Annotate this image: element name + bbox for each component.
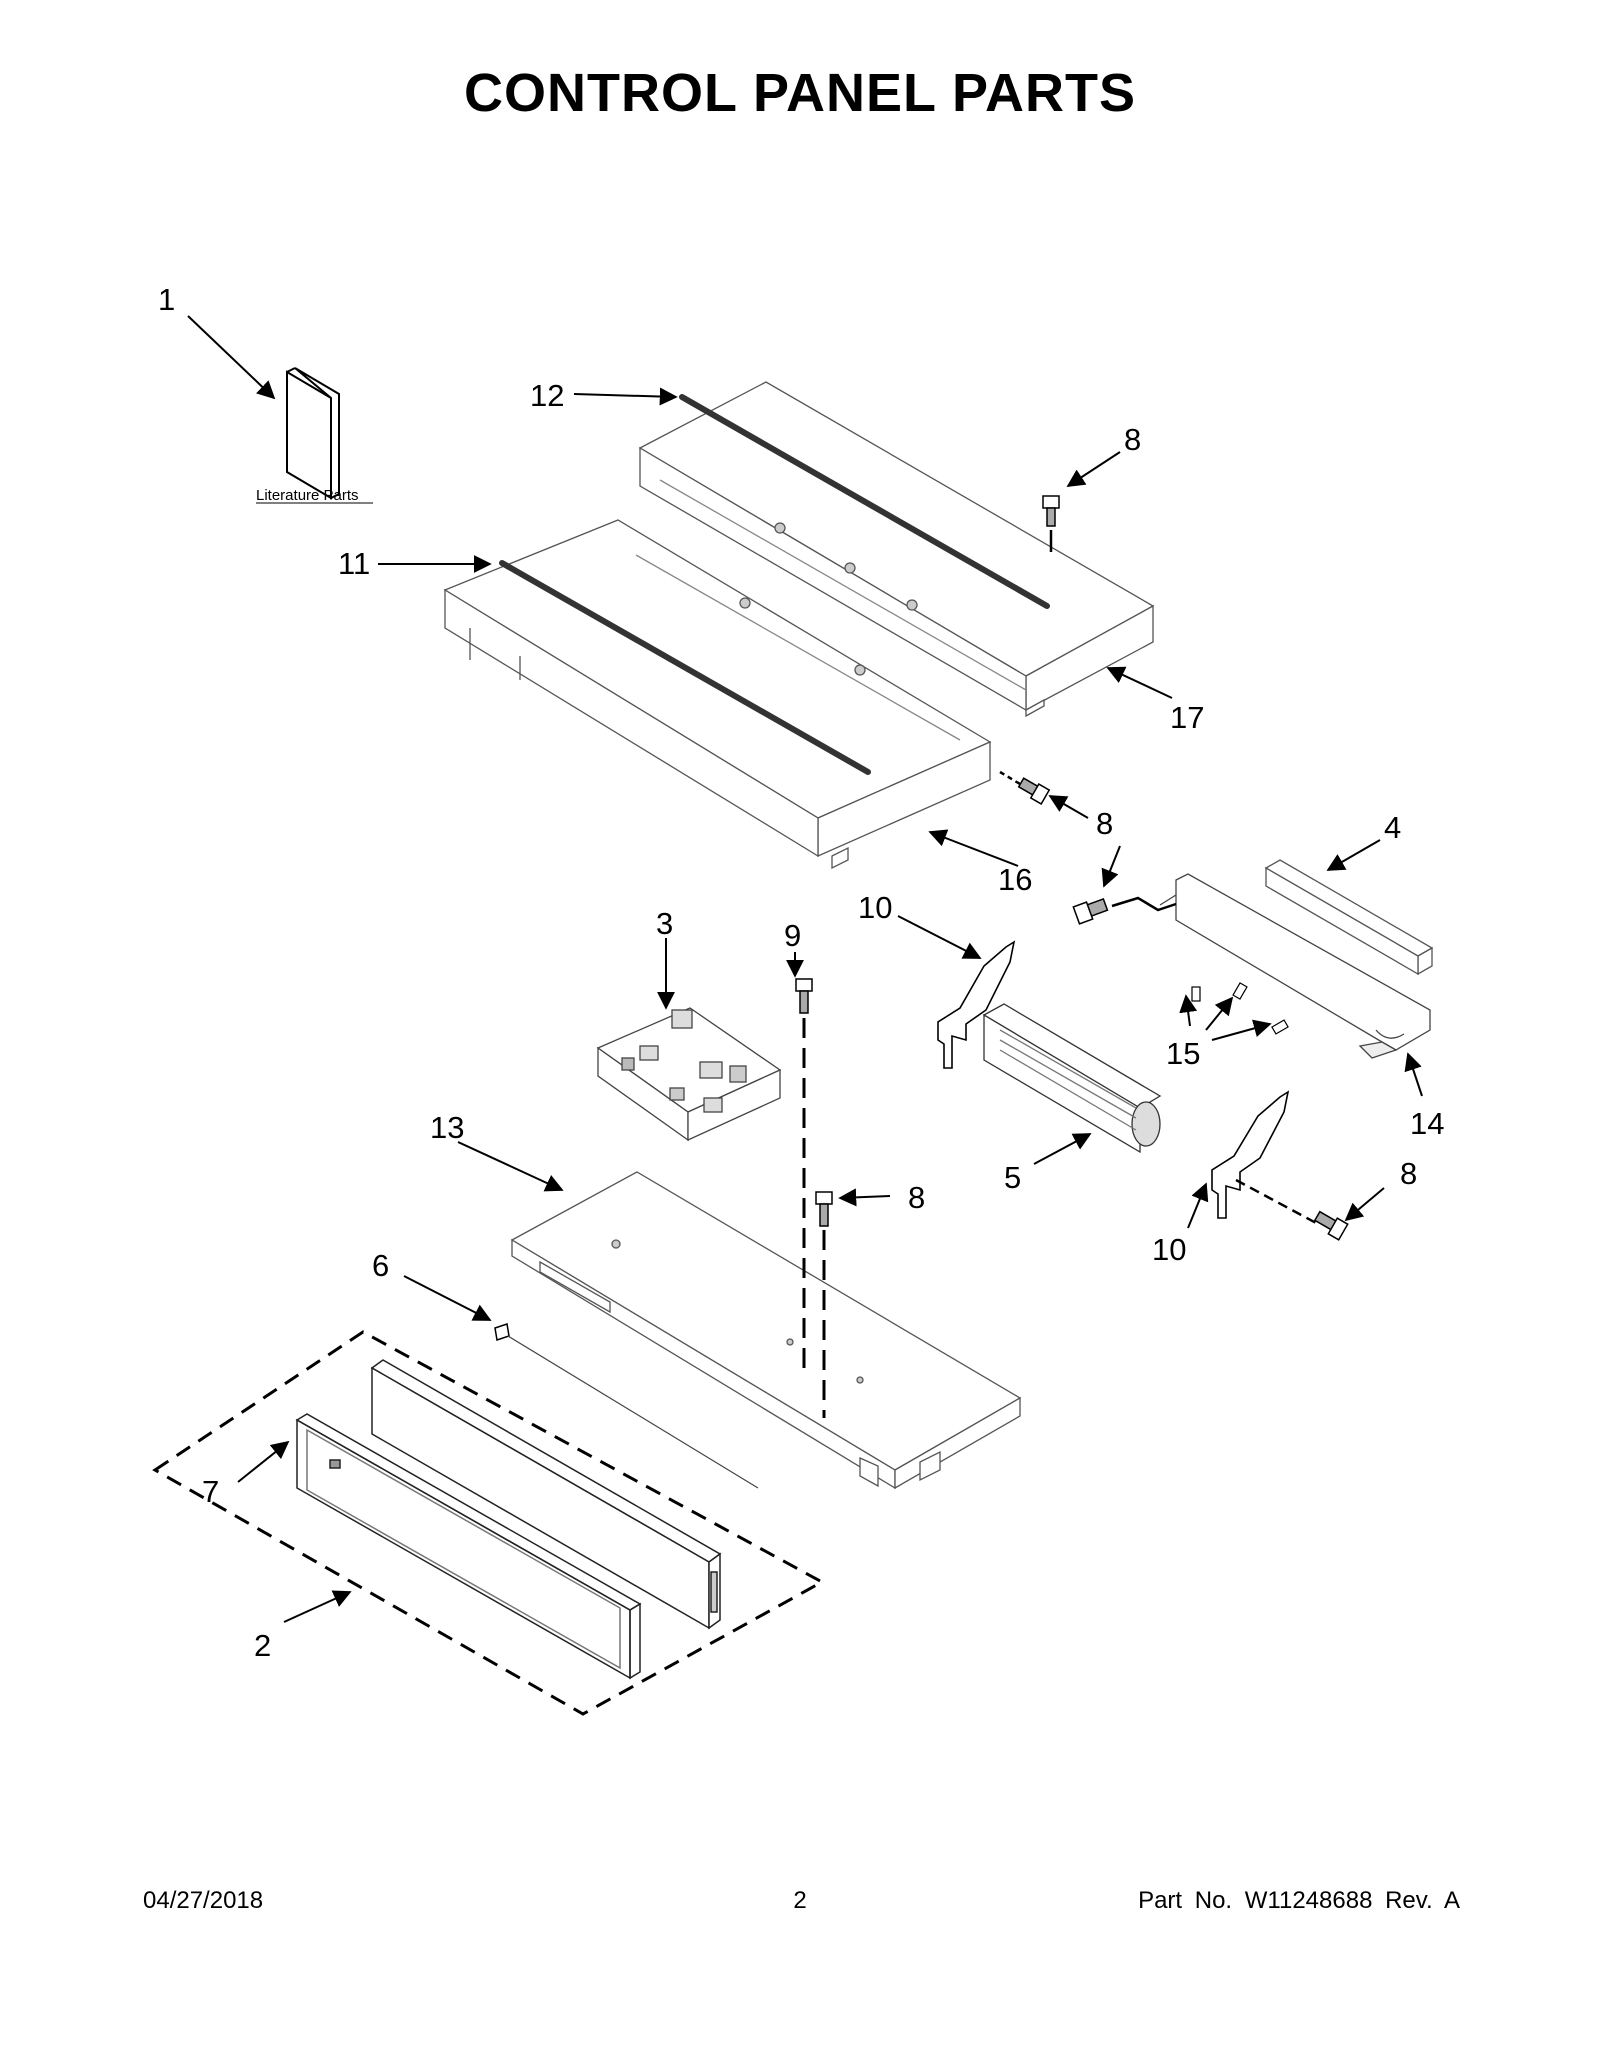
footer-page-number: 2 — [793, 1887, 807, 1914]
screw-8-top — [1042, 495, 1060, 552]
page-title: CONTROL PANEL PARTS — [463, 63, 1137, 123]
insulation-strip — [1264, 859, 1434, 976]
callout-1: 1 — [158, 282, 175, 317]
callout-2: 2 — [254, 1628, 271, 1663]
blower-fan — [982, 1003, 1162, 1154]
lower-panel-housing — [443, 519, 992, 870]
callout-13: 13 — [430, 1110, 464, 1145]
electronic-control-board — [596, 1007, 782, 1142]
callout-8-hinge: 8 — [1400, 1156, 1417, 1191]
footer-part-number: Part No. W11248688 Rev. A — [1138, 1887, 1460, 1914]
support-rail — [1159, 873, 1431, 1059]
control-panel-trim — [370, 1359, 722, 1630]
callout-6: 6 — [372, 1248, 389, 1283]
callout-17: 17 — [1170, 700, 1204, 735]
leader-arrows — [187, 315, 1423, 1623]
hinge-bracket-left — [937, 940, 1016, 1069]
screw-8-hinge-path — [1235, 1178, 1319, 1226]
hinge-bracket-right — [1211, 1090, 1290, 1219]
callout-3: 3 — [656, 906, 673, 941]
callout-9: 9 — [784, 918, 801, 953]
footer-date: 04/27/2018 — [143, 1887, 264, 1914]
callout-8-top: 8 — [1124, 422, 1141, 457]
callout-8-side: 8 — [1096, 806, 1113, 841]
control-panel-base-plate — [510, 1171, 1022, 1490]
callout-5: 5 — [1004, 1160, 1021, 1195]
callout-10-left: 10 — [858, 890, 892, 925]
screw-9 — [795, 978, 813, 1014]
screw-8-rail — [1072, 897, 1109, 925]
screw-8-side — [999, 770, 1051, 805]
callout-8-center: 8 — [908, 1180, 925, 1215]
control-panel-frame — [295, 1413, 642, 1680]
literature-booklet — [286, 367, 340, 500]
rail-wire — [1111, 896, 1177, 912]
small-screws — [1191, 982, 1289, 1035]
wire-clip — [494, 1323, 759, 1489]
callout-7: 7 — [202, 1474, 219, 1509]
gasket-strip-lower — [499, 560, 871, 775]
gasket-strip-upper — [679, 394, 1050, 609]
callout-16: 16 — [998, 862, 1032, 897]
callout-11: 11 — [338, 546, 370, 581]
callout-4: 4 — [1384, 810, 1401, 845]
callout-14: 14 — [1410, 1106, 1444, 1141]
screw-8-center — [815, 1191, 833, 1227]
callout-10-right: 10 — [1152, 1232, 1186, 1267]
callout-15: 15 — [1166, 1036, 1200, 1071]
callout-numbers: 1 12 8 11 17 8 4 16 10 3 9 15 14 13 5 8 … — [158, 282, 1444, 1663]
callout-12: 12 — [530, 378, 564, 413]
control-panel-kit-outline — [152, 1330, 826, 1716]
upper-panel-housing — [638, 381, 1155, 718]
screw-8-hinge — [1313, 1210, 1349, 1241]
literature-parts-label: Literature Parts — [256, 487, 359, 504]
